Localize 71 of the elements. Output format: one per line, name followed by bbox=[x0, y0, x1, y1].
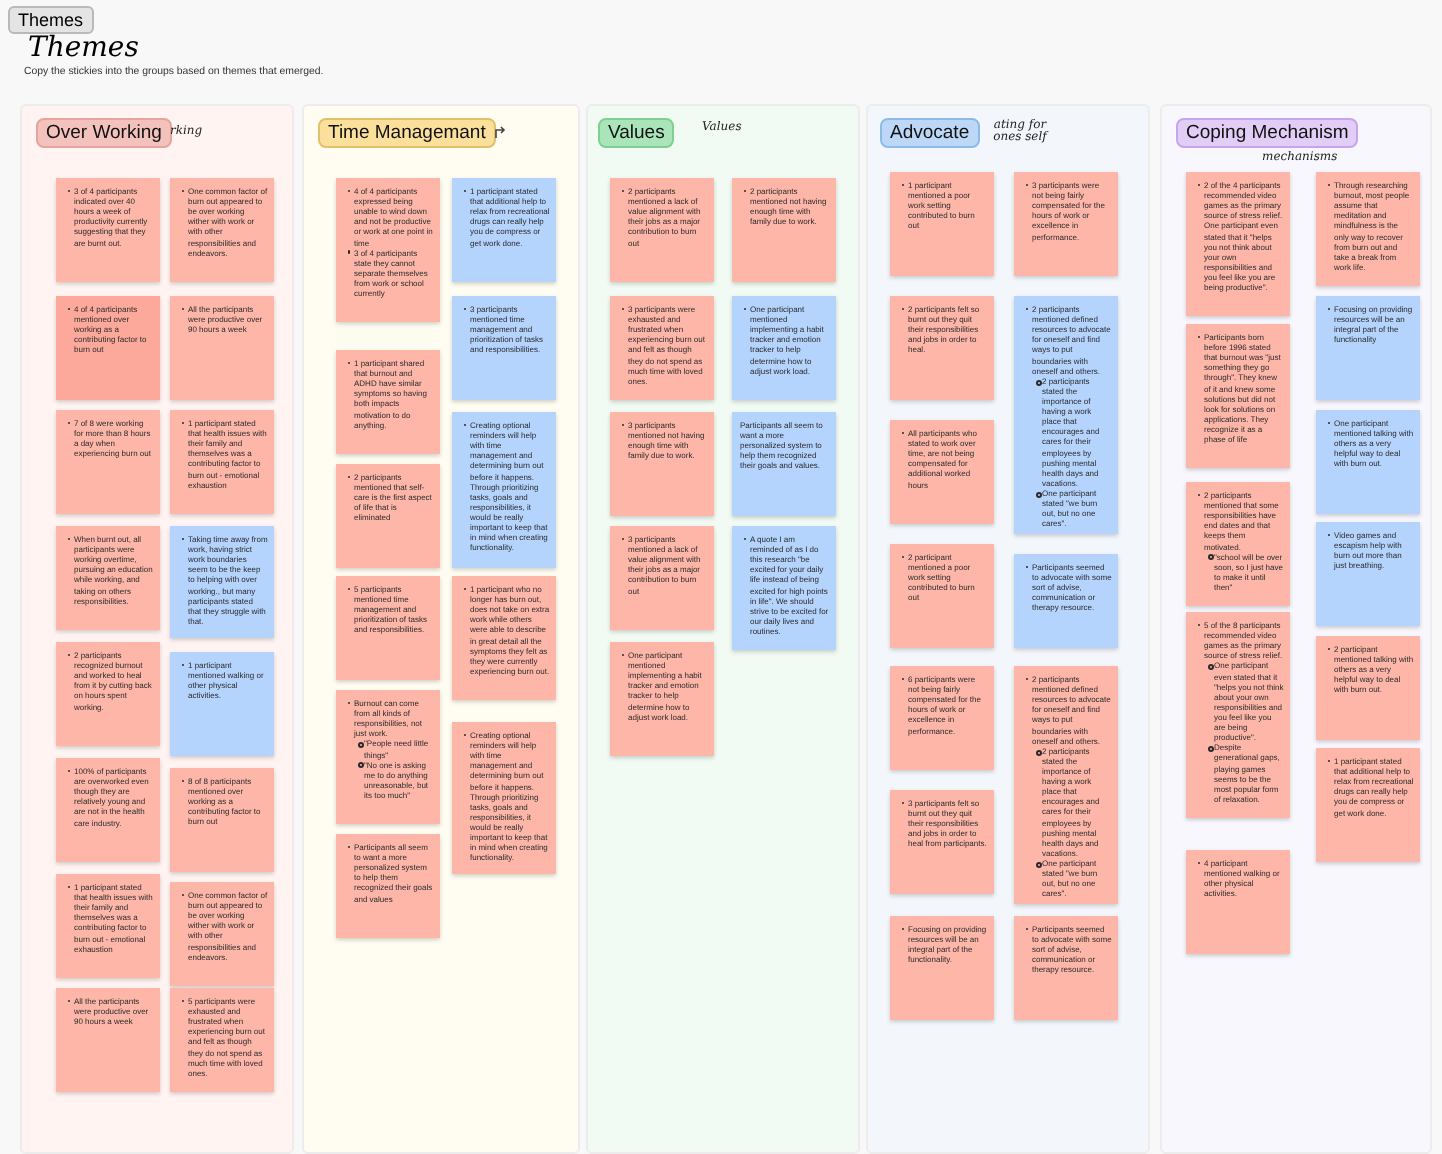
sticky-note bbox=[1186, 172, 1290, 316]
sticky-note bbox=[732, 412, 836, 516]
group-panel bbox=[586, 104, 860, 1154]
handwritten-title: Themes bbox=[28, 34, 139, 62]
sticky-note bbox=[1316, 410, 1420, 514]
sticky-note bbox=[890, 916, 994, 1020]
sticky-note bbox=[56, 296, 160, 400]
sticky-note bbox=[1186, 324, 1290, 468]
sticky-note bbox=[336, 350, 440, 454]
sticky-note bbox=[56, 758, 160, 862]
sticky-note bbox=[1316, 172, 1420, 286]
sticky-note bbox=[452, 412, 556, 568]
group-label: Coping Mechanism bbox=[1176, 118, 1359, 148]
sticky-note bbox=[890, 420, 994, 524]
sticky-note bbox=[170, 410, 274, 514]
sticky-note bbox=[1014, 296, 1118, 535]
sticky-note bbox=[1186, 612, 1290, 818]
sticky-note bbox=[610, 178, 714, 282]
sticky-note bbox=[336, 464, 440, 568]
sticky-note bbox=[170, 178, 274, 282]
sticky-note bbox=[732, 296, 836, 400]
group-panel bbox=[1160, 104, 1432, 1154]
sticky-note bbox=[452, 296, 556, 400]
sticky-note bbox=[56, 642, 160, 746]
sticky-note bbox=[56, 410, 160, 514]
sticky-note bbox=[56, 988, 160, 1092]
sticky-note bbox=[56, 526, 160, 630]
group-panel bbox=[20, 104, 294, 1154]
sticky-note bbox=[732, 526, 836, 650]
sticky-note bbox=[890, 296, 994, 400]
sticky-note bbox=[1316, 522, 1420, 626]
sticky-note bbox=[1014, 172, 1118, 276]
group-label: Advocate bbox=[880, 118, 980, 148]
sticky-note bbox=[1186, 850, 1290, 954]
sticky-note bbox=[336, 834, 440, 938]
sticky-note bbox=[56, 178, 160, 282]
sticky-note bbox=[610, 296, 714, 400]
sticky-note bbox=[610, 642, 714, 756]
group-label: Values bbox=[598, 118, 675, 148]
sticky-note bbox=[170, 988, 274, 1092]
sticky-note bbox=[890, 172, 994, 276]
sticky-note bbox=[452, 576, 556, 700]
sticky-note bbox=[890, 790, 994, 894]
sticky-note bbox=[732, 178, 836, 282]
group-label: Time Managemant bbox=[318, 118, 496, 148]
sticky-note bbox=[170, 296, 274, 400]
frame-label: Themes bbox=[8, 6, 94, 34]
sticky-note bbox=[336, 576, 440, 680]
sticky-note bbox=[170, 526, 274, 638]
group-panel bbox=[302, 104, 580, 1154]
sticky-note bbox=[452, 722, 556, 874]
sticky-note bbox=[1316, 636, 1420, 740]
sticky-note bbox=[56, 874, 160, 978]
sticky-note bbox=[1014, 916, 1118, 1020]
sticky-note bbox=[336, 690, 440, 824]
sticky-note bbox=[610, 412, 714, 516]
sticky-note bbox=[170, 768, 274, 872]
group-panel bbox=[866, 104, 1150, 1154]
sticky-note bbox=[890, 666, 994, 770]
sticky-note bbox=[336, 178, 440, 322]
group-label: Over Working bbox=[36, 118, 172, 148]
sticky-note bbox=[1014, 666, 1118, 905]
sticky-note bbox=[1014, 554, 1118, 648]
sticky-note bbox=[452, 178, 556, 282]
sticky-note bbox=[1186, 482, 1290, 606]
sticky-note bbox=[1316, 296, 1420, 400]
sticky-note bbox=[170, 882, 274, 986]
sticky-note bbox=[610, 526, 714, 630]
sticky-note bbox=[890, 544, 994, 648]
sticky-note bbox=[170, 652, 274, 756]
sticky-note bbox=[1316, 748, 1420, 862]
